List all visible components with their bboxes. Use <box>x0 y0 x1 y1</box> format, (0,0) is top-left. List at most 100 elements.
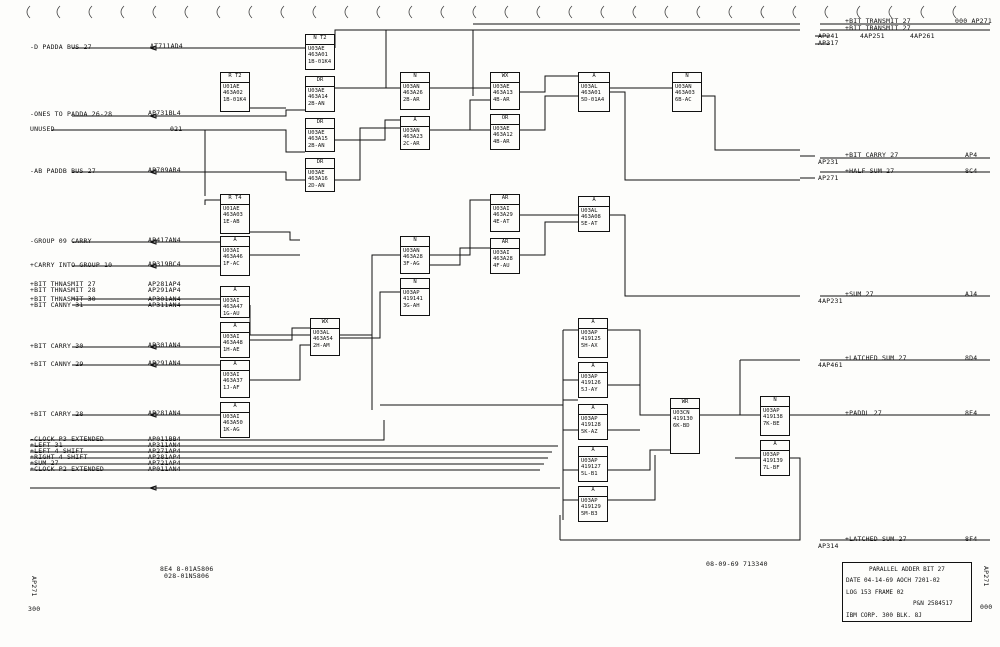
block-type: N <box>401 279 429 289</box>
logic-block-wr: WR U03CN 419130 6K-BD <box>670 398 700 454</box>
output-label: +HALF SUM 27 <box>845 167 895 175</box>
signal-ref: 021 <box>170 125 183 133</box>
block-line: 463A03 <box>223 212 243 219</box>
block-line: 463A03 <box>675 90 695 97</box>
output-ref: AP314 <box>818 542 839 550</box>
block-line: 5D-01A4 <box>581 96 605 103</box>
block-type: DR <box>306 119 334 129</box>
logic-block-a: A U03AI 463A47 1G-AU <box>220 286 250 318</box>
block-line: 2H-AM <box>313 342 330 349</box>
logic-block-or: OR U03AE 463A12 4B-AR <box>490 114 520 150</box>
signal-ref: AP301AN4 <box>148 341 181 349</box>
block-line: 463A23 <box>403 134 423 141</box>
block-line: 2C-AR <box>403 140 420 147</box>
logic-block-wr: WX U03AE 463A13 4B-AR <box>490 72 520 110</box>
output-label: +LATCHED SUM 27 <box>845 354 907 362</box>
block-line: 463A14 <box>308 94 328 101</box>
block-line: U03AL <box>581 84 598 90</box>
block-line: 6K-BD <box>673 422 690 429</box>
block-line: 5K-AZ <box>581 428 598 435</box>
block-line: 419127 <box>581 464 601 471</box>
block-line: 1E-AB <box>223 218 240 225</box>
block-type: AR <box>491 239 519 249</box>
signal-ref: AP281AP4 <box>148 280 181 288</box>
output-label: +BIT CARRY 27 <box>845 151 899 159</box>
output-ref: AP231 <box>818 158 839 166</box>
output-ref: AJ4 <box>965 290 978 298</box>
output-ref: AP241 <box>818 32 839 40</box>
signal-ref: AP301AN4 <box>148 295 181 303</box>
block-type: DR <box>306 159 334 169</box>
title-date: DATE 04-14-69 AOCH 7201-02 <box>846 577 940 584</box>
block-type: R T4 <box>221 195 249 205</box>
block-type: N <box>401 73 429 83</box>
block-line: U03AP <box>581 458 598 464</box>
block-line: 419128 <box>581 422 601 429</box>
logic-block-a: A U03AN 463A23 2C-AR <box>400 116 430 150</box>
block-line: 5E-AT <box>581 220 598 227</box>
block-line: U03AP <box>581 416 598 422</box>
output-ref: 8E4 <box>965 409 978 417</box>
block-line: 3G-AH <box>403 302 420 309</box>
block-type: A <box>221 287 249 297</box>
block-line: 419129 <box>581 504 601 511</box>
logic-block-rt2: R T2 U01AE 463A02 1B-01K4 <box>220 72 250 112</box>
block-line: 7L-BF <box>763 464 780 471</box>
block-line: U03AI <box>493 206 510 212</box>
block-line: 2B-AN <box>308 100 325 107</box>
block-line: U03AN <box>403 84 420 90</box>
output-ref: 8C4 <box>965 167 978 175</box>
title-log: LOG 153 FRAME 02 <box>846 589 904 596</box>
logic-block-a: A U03AI 463A46 1F-AC <box>220 236 250 276</box>
logic-block-n: N U03AN 463A03 6B-AC <box>672 72 702 112</box>
logic-block-a: A U03AP 419128 5K-AZ <box>578 404 608 440</box>
block-type: A <box>761 441 789 451</box>
block-line: 4E-AT <box>493 218 510 225</box>
logic-block-rt4: R T4 U01AE 463A03 1E-AB <box>220 194 250 234</box>
block-line: 463A54 <box>313 336 333 343</box>
block-line: U01AE <box>223 206 240 212</box>
signal-ref: AP709AR4 <box>148 166 181 174</box>
output-ref: 4AP231 <box>818 297 843 305</box>
block-type: A <box>401 117 429 127</box>
block-type: WX <box>491 73 519 83</box>
block-line: U03AP <box>581 330 598 336</box>
connector-arrows <box>148 45 157 491</box>
block-type: DR <box>306 77 334 87</box>
logic-block-a: A U03AP 419129 5M-B3 <box>578 486 608 522</box>
signal-label: +SUM 27 <box>30 459 59 467</box>
block-line: U03AP <box>403 290 420 296</box>
signal-ref: AP417AN4 <box>148 236 181 244</box>
block-line: 419130 <box>673 416 693 423</box>
block-line: 2D-AN <box>308 182 325 189</box>
logic-block-a: A U03AL 463A08 5E-AT <box>578 196 610 232</box>
note: 08-09-69 713340 <box>706 560 768 568</box>
logic-block-a: A U03AL 463A01 5D-01A4 <box>578 72 610 112</box>
output-label: +PADDL 27 <box>845 409 883 417</box>
block-line: 463A50 <box>223 420 243 427</box>
note: 028-01N5806 <box>164 572 210 580</box>
block-line: U03AI <box>223 298 240 304</box>
block-line: 463A29 <box>493 212 513 219</box>
output-ref: 4AP261 <box>910 32 935 40</box>
signal-ref: AP721AP4 <box>148 459 181 467</box>
block-line: 463A08 <box>581 214 601 221</box>
block-line: 6B-AC <box>675 96 692 103</box>
logic-block-a: A U03AP 419139 7L-BF <box>760 440 790 476</box>
block-type: N T2 <box>306 35 334 45</box>
logic-block-n: N U03AP 419141 3G-AH <box>400 278 430 316</box>
signal-ref: AP281AP4 <box>148 453 181 461</box>
block-type: A <box>221 237 249 247</box>
block-line: 4B-AR <box>493 138 510 145</box>
side-tag: AP271 <box>982 566 990 587</box>
block-type: A <box>579 447 607 457</box>
signal-label: +LEFT 31 <box>30 441 63 449</box>
signal-label: +RIGHT 4 SHIFT <box>30 453 88 461</box>
block-line: 2B-AN <box>308 142 325 149</box>
block-line: 1B-01K4 <box>308 58 332 65</box>
output-ref: AP271 <box>818 174 839 182</box>
block-line: U03AE <box>308 46 325 52</box>
block-line: 463A37 <box>223 378 243 385</box>
block-line: 1G-AU <box>223 310 240 317</box>
